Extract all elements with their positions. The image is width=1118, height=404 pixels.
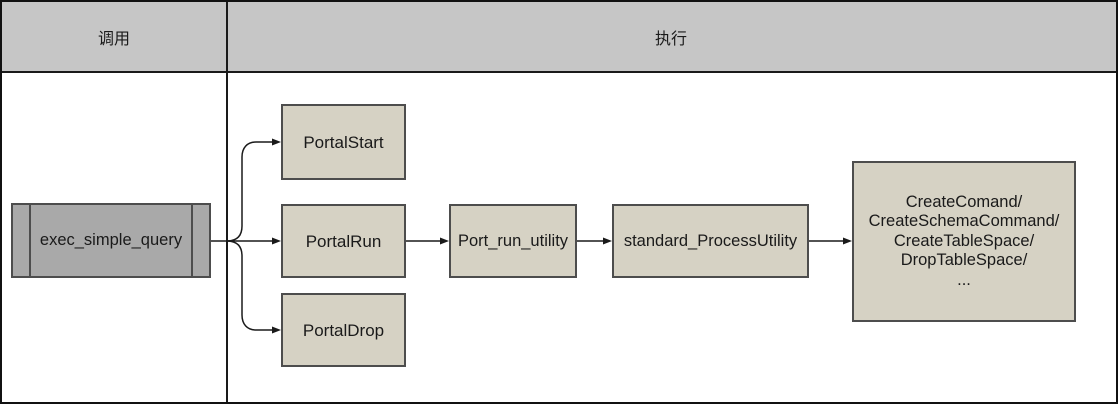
node-portal-run: PortalRun — [281, 204, 406, 278]
node-portal-drop-label: PortalDrop — [302, 320, 385, 340]
lane-call-label: 调用 — [97, 30, 130, 48]
arrowhead-portaldrop — [272, 326, 281, 334]
node-standard-process-utility: standard_ProcessUtility — [612, 204, 809, 278]
node-portal-start: PortalStart — [281, 104, 406, 180]
arrowhead-portrunutility — [440, 237, 449, 245]
node-exec-simple-query: exec_simple_query — [11, 203, 211, 278]
arrowhead-commands — [843, 237, 852, 245]
arrowhead-portalrun — [272, 237, 281, 245]
node-portal-run-label: PortalRun — [305, 231, 382, 251]
swimlane-header: 调用 执行 — [2, 2, 1116, 73]
node-port-run-utility: Port_run_utility — [449, 204, 577, 278]
arrowhead-portalstart — [272, 138, 281, 146]
lane-header-execute: 执行 — [226, 2, 1116, 71]
node-standard-process-utility-label: standard_ProcessUtility — [623, 231, 798, 250]
lane-header-call: 调用 — [2, 2, 226, 71]
lane-execute-label: 执行 — [654, 30, 687, 48]
node-utility-commands-label: CreateComand/ CreateSchemaCommand/ Creat… — [868, 192, 1060, 289]
node-exec-simple-query-label: exec_simple_query — [39, 231, 183, 249]
node-port-run-utility-label: Port_run_utility — [457, 231, 569, 250]
predefined-process-bar-left — [29, 205, 31, 276]
node-portal-start-label: PortalStart — [303, 132, 384, 152]
arrowhead-standard — [603, 237, 612, 245]
predefined-process-bar-right — [191, 205, 193, 276]
node-utility-commands: CreateComand/ CreateSchemaCommand/ Creat… — [852, 161, 1076, 322]
lane-divider — [226, 2, 228, 402]
connector-fork-down-portaldrop — [227, 240, 273, 331]
node-portal-drop: PortalDrop — [281, 293, 406, 367]
connector-fork-up-portalstart — [227, 141, 273, 242]
